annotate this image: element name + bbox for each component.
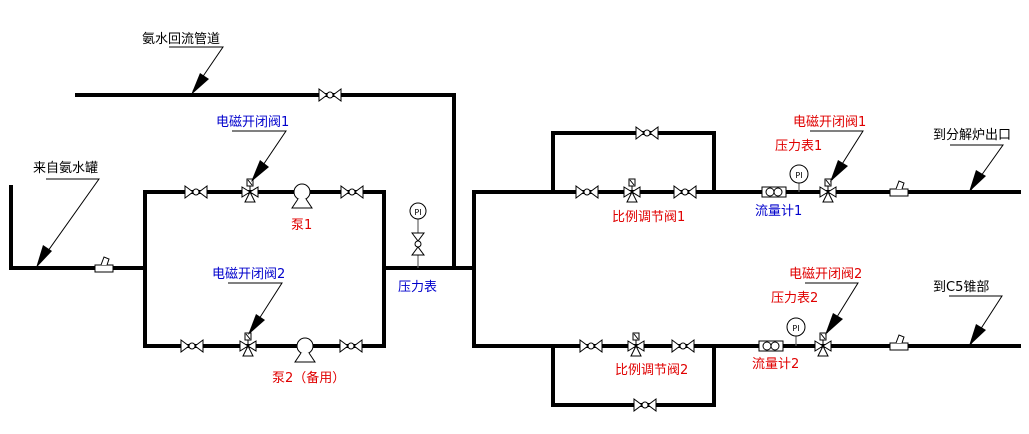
solenoid-valve2-icon[interactable]	[239, 332, 257, 357]
arrow-icon	[969, 170, 986, 192]
label-solenoid-valve1: 电磁开闭阀1	[216, 115, 289, 130]
label-pump1: 泵1	[291, 218, 312, 233]
bypass2-valve-icon[interactable]	[633, 398, 657, 412]
line1-pipe	[472, 190, 1021, 348]
label-pump2: 泵2（备用）	[272, 370, 345, 386]
pump2-outlet-valve-icon[interactable]	[339, 339, 363, 353]
flowmeter1-icon	[761, 186, 787, 198]
prop-valve1-icon[interactable]	[623, 178, 641, 203]
label-flowmeter1: 流量计1	[755, 204, 802, 219]
flowmeter2-icon	[758, 340, 784, 352]
pump1-inlet-valve-icon[interactable]	[184, 185, 208, 199]
label-to-c5-cone: 到C5锥部	[933, 280, 989, 295]
return-pipe	[75, 93, 456, 270]
prop1-inlet-valve-icon[interactable]	[575, 185, 599, 199]
arrow-icon	[969, 324, 986, 346]
label-from-tank: 来自氨水罐	[33, 161, 98, 176]
prop-valve2-icon[interactable]	[627, 332, 645, 357]
inlet-pipe	[9, 185, 147, 270]
prop1-outlet-valve-icon[interactable]	[673, 185, 697, 199]
pump1-branch	[143, 190, 386, 270]
pipes	[9, 93, 1021, 407]
label-solenoid-valve-r2: 电磁开闭阀2	[789, 267, 862, 282]
pump1-icon[interactable]	[291, 183, 313, 209]
arrow-icon	[248, 314, 265, 335]
label-pressure-gauge: 压力表	[398, 280, 437, 295]
label-prop-valve2: 比例调节阀2	[615, 363, 688, 378]
bypass1-pipe	[551, 131, 716, 194]
pressure-gauge-icon	[409, 202, 427, 220]
label-return-pipe: 氨水回流管道	[142, 32, 220, 47]
pump2-icon[interactable]	[294, 337, 316, 363]
gauge-symbol-text: PI	[414, 208, 421, 217]
arrow-icon	[191, 73, 209, 95]
line1-strainer-icon	[889, 180, 909, 197]
prop2-outlet-valve-icon[interactable]	[671, 339, 695, 353]
arrow-icon	[825, 313, 843, 335]
return-gate-valve-icon[interactable]	[318, 88, 342, 102]
pressure-gauge1-icon	[789, 164, 809, 184]
label-solenoid-valve2: 电磁开闭阀2	[212, 267, 285, 282]
label-pressure-gauge2: 压力表2	[771, 291, 818, 306]
solenoid-valve-r2-icon[interactable]	[814, 332, 832, 357]
bypass1-valve-icon[interactable]	[635, 126, 659, 140]
arrow-icon	[251, 160, 269, 182]
arrow-icon	[830, 160, 848, 182]
pump2-branch	[143, 266, 386, 348]
label-solenoid-valve-r1: 电磁开闭阀1	[793, 115, 866, 130]
pressure-gauge2-icon	[786, 317, 806, 337]
solenoid-valve1-icon[interactable]	[241, 178, 259, 203]
arrow-icon	[36, 245, 52, 268]
pump2-inlet-valve-icon[interactable]	[180, 339, 204, 353]
leaders	[36, 46, 1004, 346]
gauge1-symbol-text: PI	[795, 171, 802, 180]
label-pressure-gauge1: 压力表1	[775, 139, 822, 154]
solenoid-valve-r1-icon[interactable]	[819, 178, 837, 203]
pump1-outlet-valve-icon[interactable]	[340, 185, 364, 199]
gauge-isolation-valve-icon[interactable]	[411, 232, 425, 256]
label-prop-valve1: 比例调节阀1	[612, 210, 685, 225]
label-flowmeter2: 流量计2	[752, 357, 799, 372]
prop2-inlet-valve-icon[interactable]	[579, 339, 603, 353]
line2-pipe	[472, 266, 1021, 348]
line2-strainer-icon	[889, 334, 909, 351]
label-to-decomp-outlet: 到分解炉出口	[933, 128, 1011, 143]
inlet-strainer-icon	[94, 256, 114, 273]
gauge2-symbol-text: PI	[792, 324, 799, 333]
